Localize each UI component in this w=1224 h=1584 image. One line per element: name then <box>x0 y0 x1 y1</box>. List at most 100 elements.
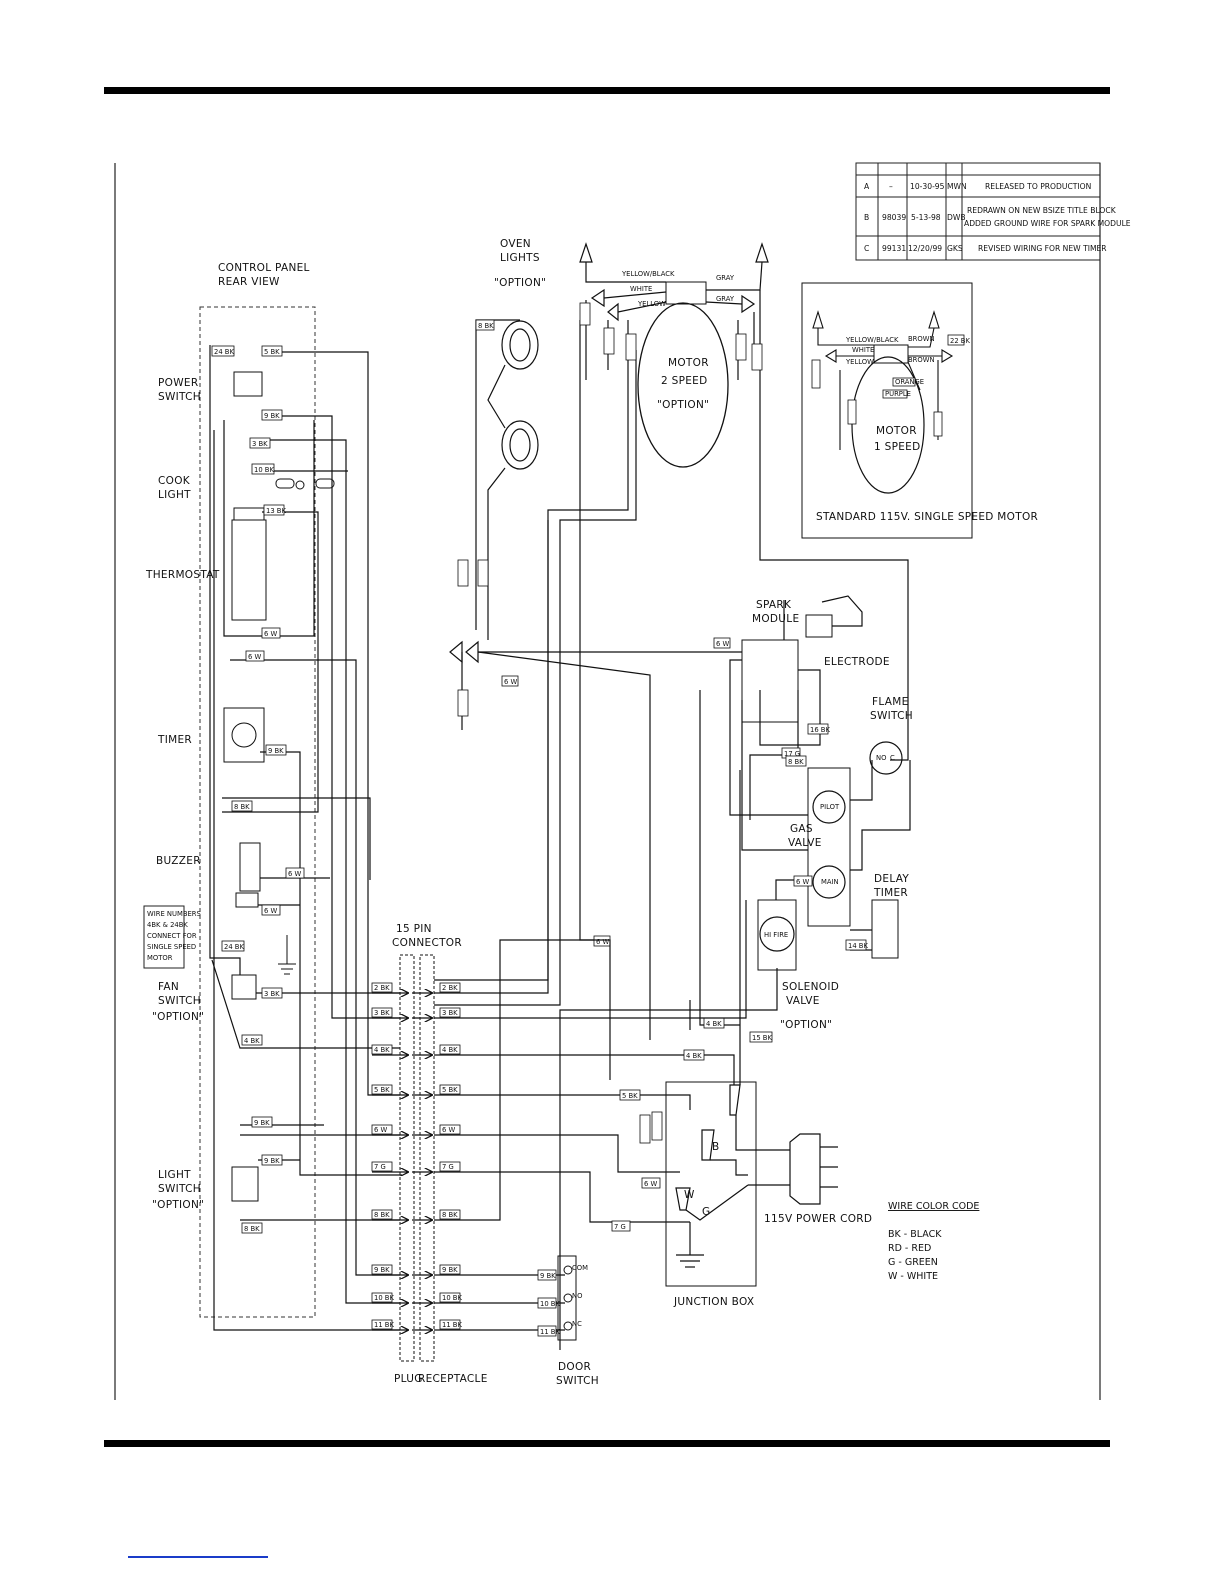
svg-text:"OPTION": "OPTION" <box>657 399 709 411</box>
motor-2speed-label: MOTOR 2 SPEED "OPTION" <box>657 357 709 411</box>
svg-text:15 PIN: 15 PIN <box>396 923 432 935</box>
pin-tag-plug-3: 3 BK <box>374 1009 390 1017</box>
motor1-wire-purple: PURPLE <box>885 390 911 398</box>
motor-wire-yellow-black: YELLOW/BLACK <box>621 270 675 278</box>
tag-burner-8bk: 8 BK <box>788 758 804 766</box>
pin-tag-plug-10: 10 BK <box>374 1294 394 1302</box>
hi-fire-coil <box>759 916 795 952</box>
cook-light-label: COOK LIGHT <box>158 475 191 501</box>
tag-5bk: 5 BK <box>264 348 280 356</box>
tag-4bk: 4 BK <box>244 1037 260 1045</box>
pin-tag-box-receptacle-7 <box>439 1161 461 1172</box>
flame-switch-label: FLAME SWITCH <box>870 696 913 722</box>
motor1-wire-brown-a: BROWN <box>908 335 935 343</box>
svg-text:B: B <box>864 213 869 222</box>
svg-text:LIGHT: LIGHT <box>158 1169 191 1181</box>
standard-motor-label: STANDARD 115V. SINGLE SPEED MOTOR <box>816 511 1038 523</box>
pin-tag-receptacle-5: 5 BK <box>442 1086 458 1094</box>
pin-tag-plug-11: 11 BK <box>374 1321 394 1329</box>
pin-tag-box-receptacle-11 <box>439 1319 461 1330</box>
tag-9bk-b: 9 BK <box>268 747 284 755</box>
motor-wire-yellow: YELLOW <box>637 300 666 308</box>
junction-box-label: JUNCTION BOX <box>673 1296 754 1308</box>
svg-text:98039: 98039 <box>882 213 906 222</box>
pin-tag-box-receptacle-6 <box>439 1124 461 1135</box>
connector-plug <box>399 954 415 1362</box>
svg-text:"OPTION": "OPTION" <box>152 1011 204 1023</box>
tag-17g: 17 G <box>784 750 800 758</box>
electrode <box>805 614 833 638</box>
timer-dial <box>231 722 257 748</box>
pin-tag-box-receptacle-5 <box>439 1084 461 1095</box>
tag-burner-4bk: 4 BK <box>706 1020 722 1028</box>
flame-no-label: NO <box>876 754 886 762</box>
cook-light-terminal <box>295 480 305 490</box>
pin-tag-receptacle-7: 7 G <box>442 1163 454 1171</box>
tag-jb-7g: 7 G <box>614 1223 626 1231</box>
svg-text:1 SPEED: 1 SPEED <box>874 441 920 453</box>
svg-text:W - WHITE: W - WHITE <box>888 1271 938 1282</box>
footer-rule <box>104 1440 1110 1447</box>
tag-6w-c: 6 W <box>288 870 301 878</box>
timer-label: TIMER <box>157 734 192 746</box>
control-panel-label: CONTROL PANEL REAR VIEW <box>218 262 309 288</box>
svg-text:MWN: MWN <box>947 182 967 191</box>
revision-table <box>855 162 1101 261</box>
thermostat-body <box>231 519 267 621</box>
footer-link[interactable] <box>128 1556 268 1558</box>
light-switch-label: LIGHT SWITCH "OPTION" <box>152 1169 204 1211</box>
solenoid-valve-label: SOLENOID VALVE "OPTION" <box>780 981 839 1031</box>
svg-text:RELEASED TO PRODUCTION: RELEASED TO PRODUCTION <box>985 182 1091 191</box>
svg-text:2 SPEED: 2 SPEED <box>661 375 707 387</box>
tag-6w-a: 6 W <box>264 630 277 638</box>
buzzer-base <box>235 892 259 908</box>
spark-module <box>741 639 799 723</box>
svg-text:12/20/99: 12/20/99 <box>908 244 942 253</box>
hi-fire-label: HI FIRE <box>764 931 788 939</box>
tag-9bk-c: 9 BK <box>254 1119 270 1127</box>
svg-text:WIRE NUMBERS: WIRE NUMBERS <box>147 910 201 918</box>
tag-3bk: 3 BK <box>252 440 268 448</box>
flame-c-label: C <box>890 754 895 762</box>
pin-tag-receptacle-9: 9 BK <box>442 1266 458 1274</box>
pin-tag-box-receptacle-8 <box>439 1209 461 1220</box>
tag-burner-6w: 6 W <box>716 640 729 648</box>
svg-text:SOLENOID: SOLENOID <box>782 981 839 993</box>
motor-wire-white: WHITE <box>630 285 652 293</box>
pin-tag-box-plug-9 <box>371 1264 393 1275</box>
tag-6w-d: 6 W <box>264 907 277 915</box>
tag-jb-5bk: 5 BK <box>622 1092 638 1100</box>
header-rule <box>104 87 1110 94</box>
svg-text:REAR VIEW: REAR VIEW <box>218 276 280 288</box>
connector-receptacle <box>419 954 435 1362</box>
junction-connector-top <box>729 1084 741 1116</box>
svg-text:VALVE: VALVE <box>788 837 822 849</box>
svg-text:SWITCH: SWITCH <box>158 391 201 403</box>
pin-tag-box-plug-5 <box>371 1084 393 1095</box>
gas-valve-label: GAS VALVE <box>788 823 822 849</box>
pin-tag-box-plug-10 <box>371 1292 393 1303</box>
receptacle-label: RECEPTACLE <box>418 1373 488 1385</box>
pin-tag-plug-6: 6 W <box>374 1126 387 1134</box>
tag-jb-4bk: 4 BK <box>686 1052 702 1060</box>
pin-tag-plug-7: 7 G <box>374 1163 386 1171</box>
gas-valve <box>807 767 851 927</box>
door-switch-label: DOOR SWITCH <box>556 1361 599 1387</box>
svg-text:WIRE COLOR CODE: WIRE COLOR CODE <box>888 1201 979 1212</box>
revision-row-b: B 98039 5-13-98 DWB REDRAWN ON NEW BSIZE… <box>864 206 1131 228</box>
tag-burner-6w-b: 6 W <box>796 878 809 886</box>
tag-9bk: 9 BK <box>264 412 280 420</box>
tag-door-10bk: 10 BK <box>540 1300 560 1308</box>
pin-tag-box-receptacle-4 <box>439 1044 461 1055</box>
tag-3bk-b: 3 BK <box>264 990 280 998</box>
tag-door-11bk: 11 BK <box>540 1328 560 1336</box>
cook-light-lamp <box>275 478 295 489</box>
timer-body <box>223 707 265 763</box>
pin-tag-box-plug-8 <box>371 1209 393 1220</box>
door-switch <box>557 1255 577 1341</box>
svg-text:DOOR: DOOR <box>558 1361 591 1373</box>
svg-text:SWITCH: SWITCH <box>556 1375 599 1387</box>
main-solenoid <box>812 865 846 899</box>
svg-text:BK - BLACK: BK - BLACK <box>888 1229 942 1240</box>
tag-jb-6w: 6 W <box>644 1180 657 1188</box>
